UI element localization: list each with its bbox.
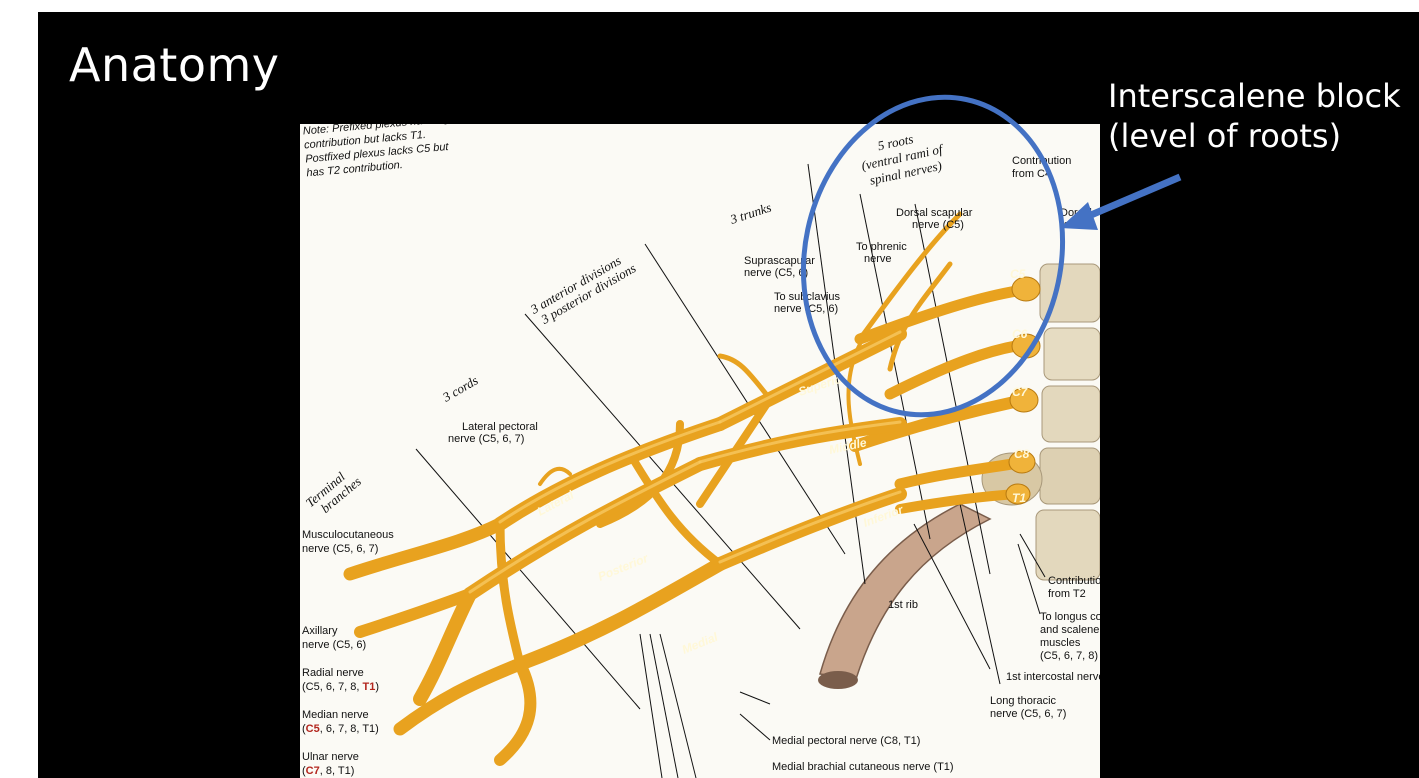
roots-highlight-ellipse (775, 73, 1092, 439)
callout-arrow-head (1060, 202, 1098, 230)
callout-arrow-shaft (1084, 177, 1180, 218)
annotation-overlay (38, 12, 1419, 778)
slide: Anatomy Interscalene block (level of roo… (38, 12, 1419, 778)
